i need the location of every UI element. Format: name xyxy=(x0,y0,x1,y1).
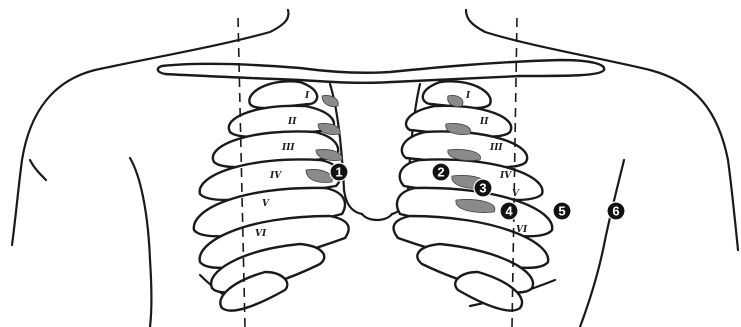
ribs-left-side xyxy=(394,81,553,310)
rib-label: III xyxy=(489,143,503,153)
marker-1: 1 xyxy=(330,163,348,181)
marker-label: 5 xyxy=(558,204,565,219)
rib-label: III xyxy=(281,143,295,153)
rib-label: V xyxy=(262,199,270,209)
rib-label: II xyxy=(287,117,297,127)
rib-label: I xyxy=(465,91,471,101)
marker-2: 2 xyxy=(432,163,450,181)
rib-label: V xyxy=(512,189,520,199)
marker-3: 3 xyxy=(474,179,492,197)
marker-label: 6 xyxy=(612,204,619,219)
marker-6: 6 xyxy=(607,202,625,220)
marker-4: 4 xyxy=(500,202,518,220)
marker-label: 1 xyxy=(335,165,342,180)
rib-label: IV xyxy=(499,171,512,181)
rib-label: I xyxy=(304,91,310,101)
marker-5: 5 xyxy=(553,202,571,220)
marker-label: 3 xyxy=(479,181,486,196)
clavicles xyxy=(158,60,604,83)
marker-label: 2 xyxy=(437,165,444,180)
body-outline xyxy=(12,10,738,327)
rib-label: VI xyxy=(255,229,267,239)
marker-label: 4 xyxy=(505,204,513,219)
rib-label: II xyxy=(479,117,489,127)
rib-label: VI xyxy=(516,225,528,235)
ribs-right-side xyxy=(194,81,349,310)
rib-label: IV xyxy=(269,171,282,181)
